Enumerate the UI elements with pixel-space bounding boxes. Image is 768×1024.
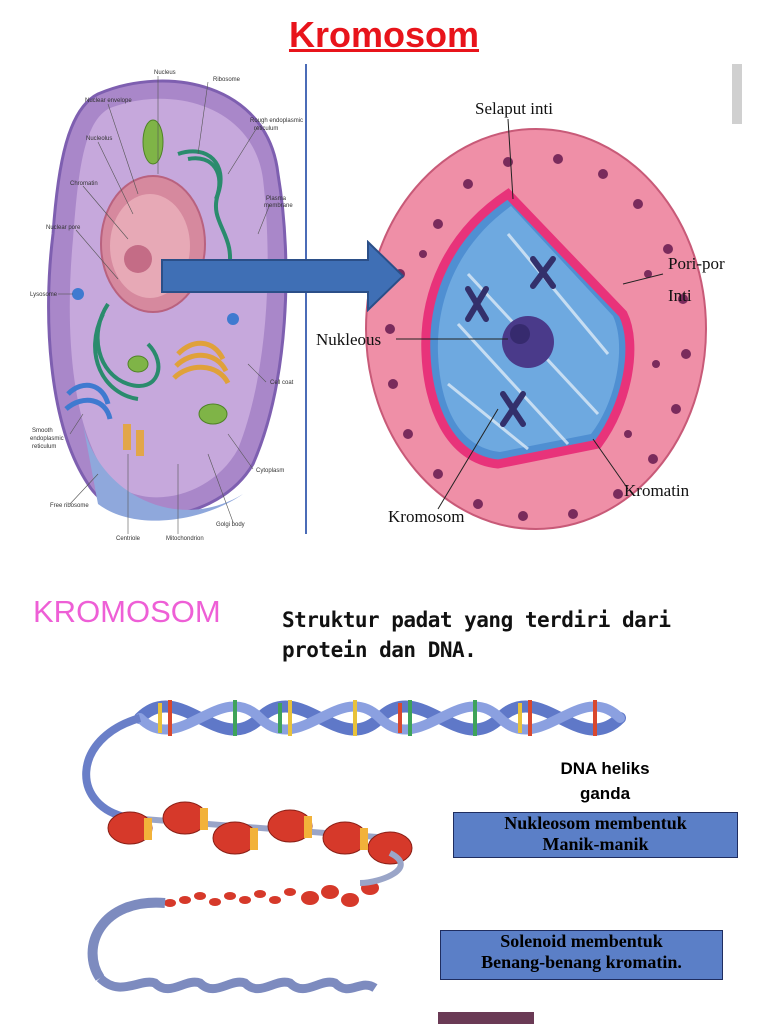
- cell-label-smooth-er: Smooth: [32, 428, 53, 434]
- dna-helix-label: DNA heliks ganda: [520, 756, 690, 806]
- cell-label-rough-er-2: reticulum: [254, 126, 278, 132]
- section-description: Struktur padat yang terdiri dari protein…: [282, 608, 671, 662]
- cropped-image-strip: [438, 1012, 534, 1024]
- cell-label-smooth-er-2: endoplasmic: [30, 436, 64, 442]
- nucleus-label-nukleous: Nukleous: [316, 330, 381, 349]
- cell-label-smooth-er-3: reticulum: [32, 444, 56, 450]
- cell-label-mitochondrion: Mitochondrion: [166, 536, 204, 542]
- nucleus-label-selaput: Selaput inti: [475, 99, 553, 118]
- nukleosom-box: Nukleosom membentuk Manik-manik: [453, 812, 738, 858]
- nucleus-diagram: Selaput inti Pori-por Inti Nukleous Krom…: [308, 64, 742, 544]
- cell-label-plasma: Plasma: [266, 196, 287, 202]
- cell-label-cell-coat: Cell coat: [270, 380, 294, 386]
- cell-label-cytoplasm: Cytoplasm: [256, 468, 284, 474]
- nukleosom-line1: Nukleosom membentuk: [504, 813, 687, 833]
- dna-illustration: [82, 700, 626, 994]
- solenoid-line1: Solenoid membentuk: [500, 931, 663, 951]
- dna-helix-label-line1: DNA heliks: [560, 759, 650, 778]
- nukleosom-line2: Manik-manik: [542, 834, 649, 854]
- solenoid-line2: Benang-benang kromatin.: [481, 952, 682, 972]
- cell-label-centriole: Centriole: [116, 536, 141, 542]
- cell-label-golgi: Golgi body: [216, 522, 245, 528]
- cell-label-rough-er: Rough endoplasmic: [250, 118, 303, 124]
- cell-label-nucleus: Nucleus: [154, 70, 176, 76]
- nucleus-label-kromosom: Kromosom: [388, 507, 465, 526]
- cell-label-nucleolus: Nucleolus: [86, 136, 112, 142]
- cell-label-nuclear-pore: Nuclear pore: [46, 225, 81, 231]
- nucleus-label-pori-1: Pori-por: [668, 254, 725, 273]
- page-title: Kromosom: [288, 14, 480, 55]
- arrow-icon: [161, 240, 405, 312]
- cell-label-free-ribosome: Free ribosome: [50, 503, 89, 509]
- section-heading: KROMOSOM: [33, 594, 221, 629]
- solenoid-box: Solenoid membentuk Benang-benang kromati…: [440, 930, 723, 980]
- nucleus-label-pori-2: Inti: [668, 286, 692, 305]
- cell-label-chromatin: Chromatin: [70, 181, 98, 187]
- cell-label-lysosome: Lysosome: [30, 292, 58, 298]
- cell-label-plasma-2: membrane: [264, 203, 293, 209]
- nucleus-label-kromatin: Kromatin: [624, 481, 690, 500]
- cell-label-ribosome: Ribosome: [213, 77, 241, 83]
- cell-label-nuclear-envelope: Nuclear envelope: [85, 98, 132, 104]
- dna-helix-label-line2: ganda: [579, 784, 631, 803]
